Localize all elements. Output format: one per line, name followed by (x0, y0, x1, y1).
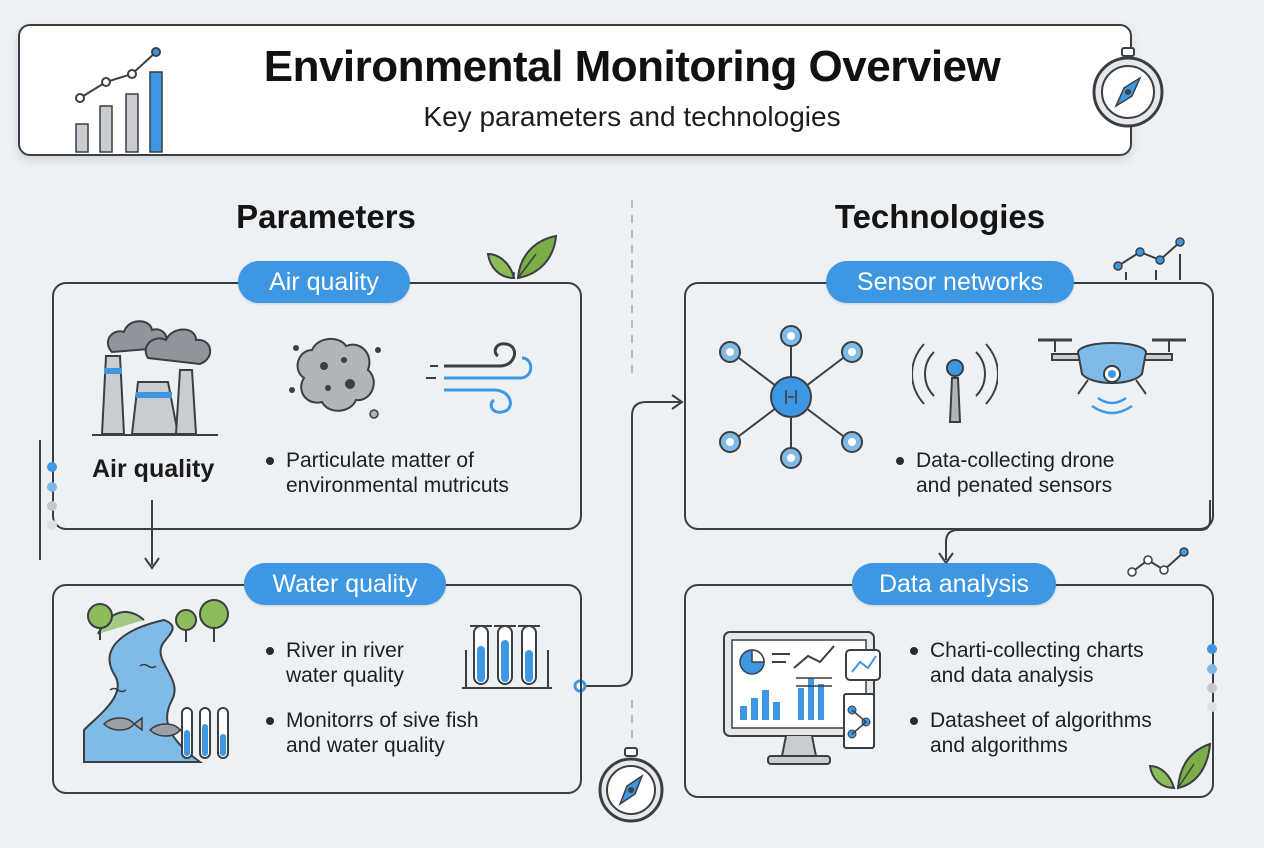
data-analysis-bullet-1: Charti-collecting charts and data analys… (910, 638, 1220, 688)
leaf-icon (1148, 742, 1212, 790)
leaf-icon (486, 234, 558, 280)
compass-icon (1092, 47, 1164, 128)
river-icon (83, 599, 229, 763)
water-quality-pill: Water quality (244, 563, 446, 605)
page-dot-3[interactable] (47, 501, 57, 511)
page-dot-right-3[interactable] (1207, 683, 1217, 693)
parameters-heading: Parameters (236, 198, 416, 235)
page-dot-2[interactable] (47, 482, 57, 492)
air-quality-label: Air quality (92, 455, 215, 483)
data-analysis-bullet-2: Datasheet of algorithms and algorithms (910, 708, 1220, 758)
data-analysis-pill: Data analysis (852, 563, 1056, 605)
bar-chart-icon (75, 47, 163, 153)
page-dot-right-1[interactable] (1207, 644, 1217, 654)
dashboard-monitor-icon (723, 631, 881, 765)
water-quality-bullet-2: Monitorrs of sive fish and water quality (266, 708, 576, 758)
water-quality-bullet-1: River in river water quality (266, 638, 466, 688)
sensor-networks-pill: Sensor networks (826, 261, 1074, 303)
test-tubes-icon (462, 625, 552, 689)
line-chart-icon (1113, 237, 1185, 280)
factory-icon (92, 320, 218, 436)
line-chart-icon (1127, 547, 1189, 577)
air-quality-bullet: Particulate matter of environmental mutr… (266, 448, 586, 498)
drone-icon (1038, 338, 1186, 415)
sensor-network-icon (719, 325, 863, 469)
wind-icon (426, 342, 533, 414)
signal-tower-icon (912, 343, 998, 423)
page-dot-right-4[interactable] (1207, 702, 1217, 712)
page-dot-right-2[interactable] (1207, 664, 1217, 674)
compass-icon (598, 747, 664, 823)
header-card (18, 24, 1132, 156)
sensor-networks-bullet: Data-collecting drone and penated sensor… (896, 448, 1216, 498)
particulate-icon (289, 338, 381, 419)
page-dot-1[interactable] (47, 462, 57, 472)
page-dot-4[interactable] (47, 520, 57, 530)
air-quality-pill: Air quality (238, 261, 410, 303)
page-title: Environmental Monitoring Overview (263, 42, 1001, 91)
technologies-heading: Technologies (834, 198, 1046, 235)
page-subtitle: Key parameters and technologies (423, 101, 841, 132)
